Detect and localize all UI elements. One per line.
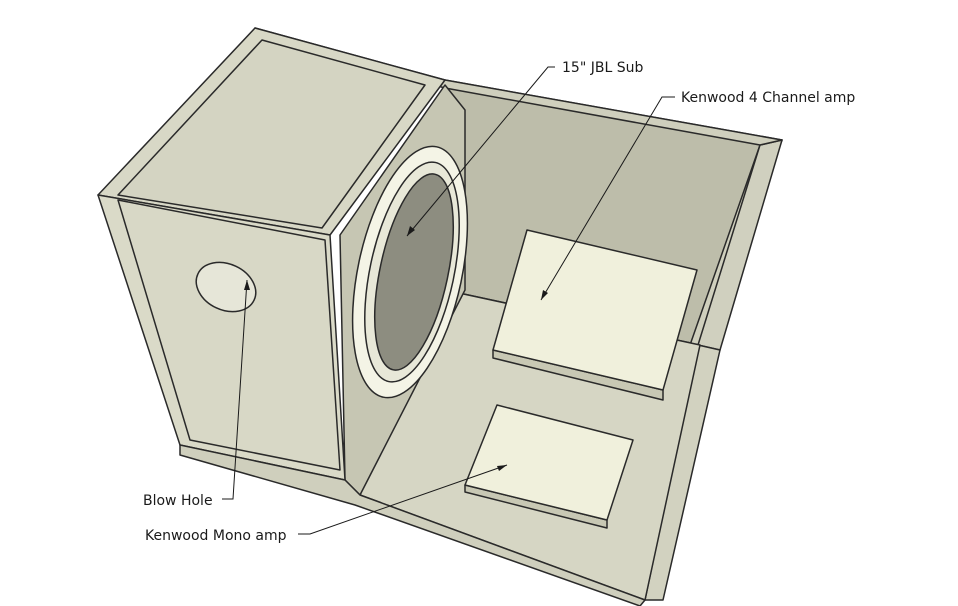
front-wall (179, 444, 646, 606)
label-mono: Kenwood Mono amp (145, 528, 287, 544)
arrowhead-amp4 (541, 290, 548, 300)
leader-amp4 (540, 96, 675, 301)
speaker (351, 145, 469, 399)
amp-mono (464, 404, 634, 529)
leader-mono (298, 464, 508, 535)
label-blow: Blow Hole (143, 493, 213, 509)
amp-4-channel (492, 229, 698, 401)
arrowhead-mono (497, 465, 507, 471)
leader-blow (222, 279, 248, 500)
arrowhead-blow (244, 280, 250, 290)
arrowhead-sub (407, 226, 415, 236)
label-sub: 15" JBL Sub (562, 60, 643, 76)
leader-sub (406, 66, 555, 237)
label-amp4: Kenwood 4 Channel amp (681, 90, 855, 106)
left-end-face-inner (117, 199, 341, 471)
blow-hole (195, 261, 257, 313)
sub-compartment-top-inner (117, 39, 426, 229)
